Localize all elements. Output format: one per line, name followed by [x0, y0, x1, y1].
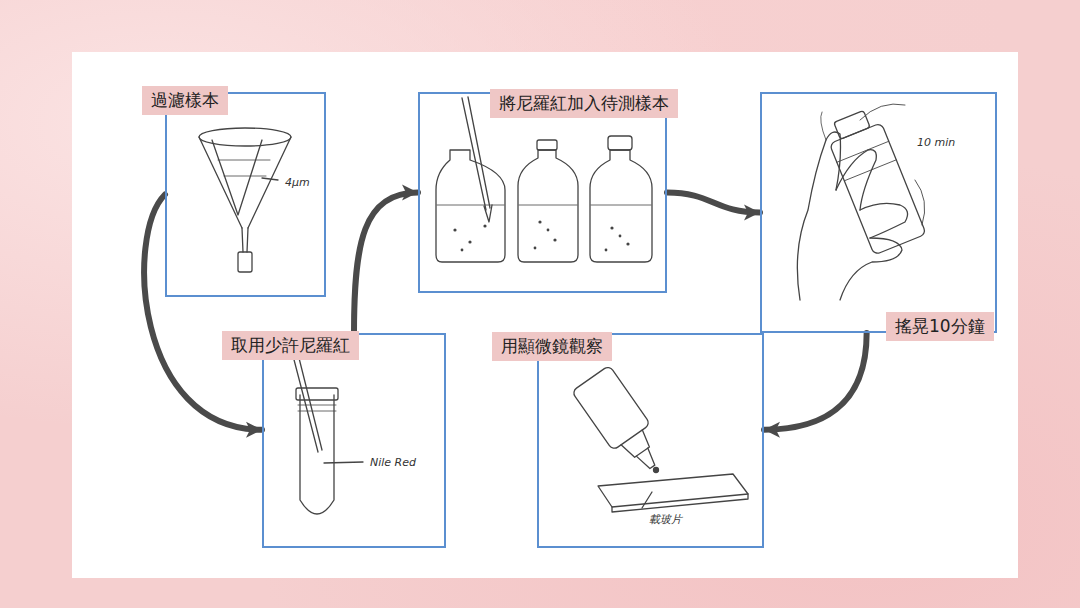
step-box: 過濾樣本4μm: [165, 92, 326, 297]
drawing-note: Nile Red: [370, 456, 416, 469]
tube-drawing: [288, 342, 363, 514]
shaking-hand-drawing: [797, 104, 926, 300]
step-box: 將尼羅紅加入待測樣本: [418, 92, 667, 293]
step-box: 用顯微鏡觀察載玻片: [537, 333, 764, 548]
step-box: 搖晃10分鐘10 min: [760, 92, 997, 333]
drawing-note: 載玻片: [649, 513, 682, 526]
step-label: 用顯微鏡觀察: [492, 332, 612, 361]
slide-drawing: [572, 365, 748, 512]
drawing-note: 10 min: [917, 136, 955, 149]
flow-arrow: [144, 195, 262, 430]
step-label: 搖晃10分鐘: [886, 312, 994, 341]
flow-arrow: [354, 193, 418, 334]
flow-arrow: [667, 193, 760, 213]
drawing-note: 4μm: [285, 176, 310, 189]
step-box: 取用少許尼羅紅Nile Red: [262, 333, 446, 548]
bottles-drawing: [436, 97, 652, 262]
flow-arrow: [764, 333, 867, 430]
step-label: 取用少許尼羅紅: [222, 331, 359, 360]
step-label: 過濾樣本: [142, 86, 228, 115]
funnel-drawing: [199, 128, 291, 272]
step-label: 將尼羅紅加入待測樣本: [490, 89, 678, 118]
